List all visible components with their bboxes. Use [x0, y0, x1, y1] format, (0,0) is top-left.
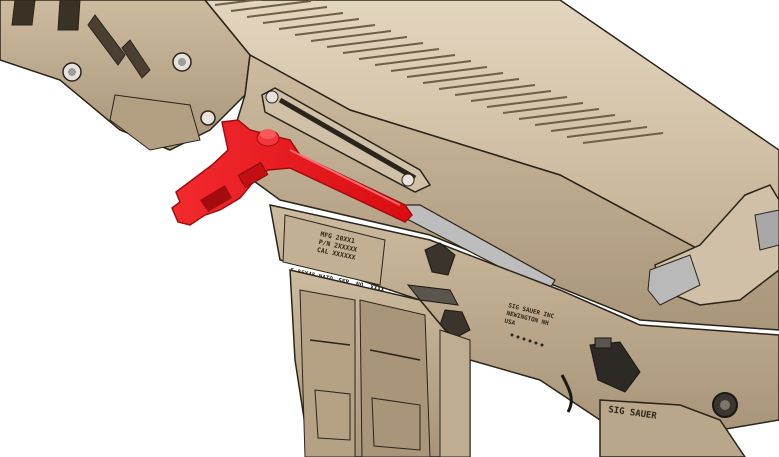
rail-ridge [566, 126, 648, 138]
rail-ridge [502, 102, 584, 114]
screw-icon [401, 173, 415, 187]
magazine [289, 269, 471, 457]
selector-icon [589, 337, 641, 393]
lower-receiver: MFG 20XX1 P/N 2XXXXX CAL XXXXXX 5.56X45 … [269, 204, 779, 457]
rail-ridge [422, 72, 504, 84]
rear-sight-assembly [647, 184, 779, 306]
rail-ridge [518, 108, 600, 120]
rail-ridge [326, 36, 408, 48]
rail-ridge [486, 96, 568, 108]
rail-ridge [230, 0, 312, 12]
rail-ridge [294, 24, 376, 36]
rail-ridge [454, 84, 536, 96]
rail-ridge [246, 6, 328, 18]
picatinny-rail [204, 0, 779, 251]
handguard [0, 0, 251, 151]
rail-ridge [550, 120, 632, 132]
rail-ridge [582, 132, 664, 144]
charging-handle-icon [171, 119, 413, 226]
rail-ridge [438, 78, 520, 90]
rail-ridge [278, 18, 360, 30]
rail-ridge [262, 12, 344, 24]
rail-ridge [534, 114, 616, 126]
screw-icon [265, 90, 279, 104]
rail-ridge [374, 54, 456, 66]
rail-ridge [470, 90, 552, 102]
pistol-grip [599, 399, 746, 457]
rail-ridge [406, 66, 488, 78]
screw-icon [200, 110, 216, 126]
rail-ridge [214, 0, 264, 6]
rail-ridge [342, 42, 424, 54]
rail-ridge [390, 60, 472, 72]
rail-ridge [358, 48, 440, 60]
rail-ridge [310, 30, 392, 42]
